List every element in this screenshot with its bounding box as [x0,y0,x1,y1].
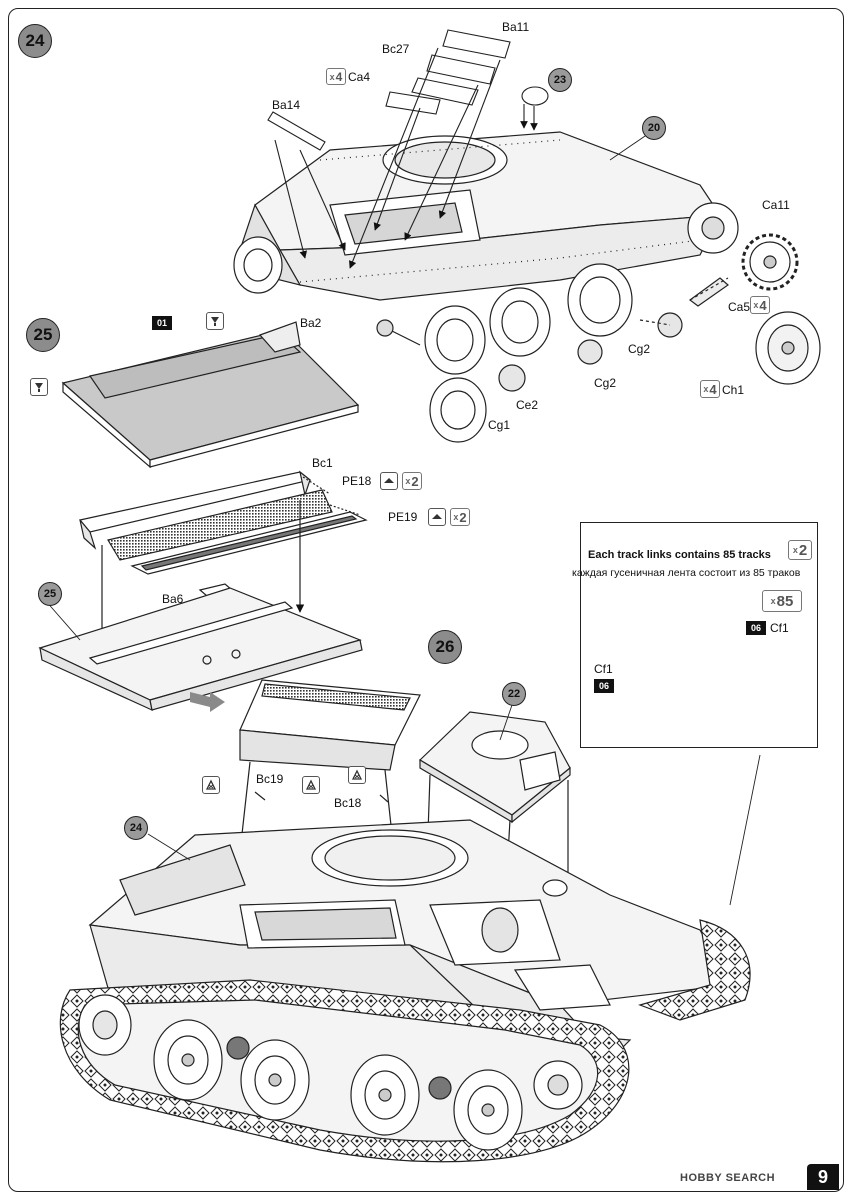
part-label-cg2-upper: Cg2 [628,342,651,356]
part-label-pe19: PE19 [388,510,418,524]
subassembly-badge-24: 24 [124,816,148,840]
step26-turret-22 [419,711,573,926]
photo-etch-icon-pe19 [428,508,446,526]
paint-chip-06-right: 06 [746,621,766,635]
part-label-ba2: Ba2 [300,316,322,330]
part-label-bc19: Bc19 [256,772,284,786]
glue-warning-icon-left [202,776,220,794]
part-ba14-bar [267,111,346,259]
step26-engine-deck [234,679,421,891]
part-label-ce2: Ce2 [516,398,539,412]
subassembly-badge-25: 25 [38,582,62,606]
part-label-cg2-lower: Cg2 [594,376,617,390]
step25-base-plate [38,587,363,712]
track-note-russian: каждая гусеничная лента состоит из 85 тр… [572,567,801,579]
subassembly-badge-23: 23 [548,68,572,92]
direction-arrow [190,692,225,712]
glue-warning-icon-right [348,766,366,784]
part-label-ca4: Ca4 [348,70,371,84]
part-label-cf1-left: Cf1 [594,662,613,676]
part-label-bc27: Bc27 [382,42,410,56]
page-frame [8,8,844,1192]
part-label-cg1: Cg1 [488,418,511,432]
wheels-step24 [233,202,821,443]
page-number: 9 [807,1164,839,1190]
glue-warning-icon-middle [302,776,320,794]
part-label-ch1: Ch1 [722,383,745,397]
part-label-cf1-right: Cf1 [770,621,789,635]
subassembly-badge-22: 22 [502,682,526,706]
step26-road-wheels [78,994,583,1151]
paint-chip-01: 01 [152,316,172,330]
step-number-26: 26 [428,630,462,664]
part-label-ba11: Ba11 [502,20,530,34]
glue-icon [206,312,224,330]
step24-hull [239,131,722,301]
step-number-24: 24 [18,24,52,58]
watermark: HOBBY SEARCH [680,1172,776,1184]
glue-icon-left [30,378,48,396]
part-label-ba14: Ba14 [272,98,301,112]
track-detail-box [580,522,818,748]
leader-lines [44,133,761,906]
subassembly-badge-20: 20 [642,116,666,140]
part-label-bc1: Bc1 [312,456,333,470]
part-label-bc18: Bc18 [334,796,362,810]
photo-etch-icon-pe18 [380,472,398,490]
paint-chip-06-left: 06 [594,679,614,693]
step-number-25: 25 [26,318,60,352]
part-label-ca11: Ca11 [762,198,790,212]
deck-panels [348,29,511,269]
part-label-pe18: PE18 [342,474,372,488]
track-note-title: Each track links contains 85 tracks [588,549,771,561]
part-label-ca5: Ca5 [728,300,751,314]
part-label-ba6: Ba6 [162,592,184,606]
subassembly-23-part [520,86,549,131]
step25-deck-ba2 [61,321,360,469]
